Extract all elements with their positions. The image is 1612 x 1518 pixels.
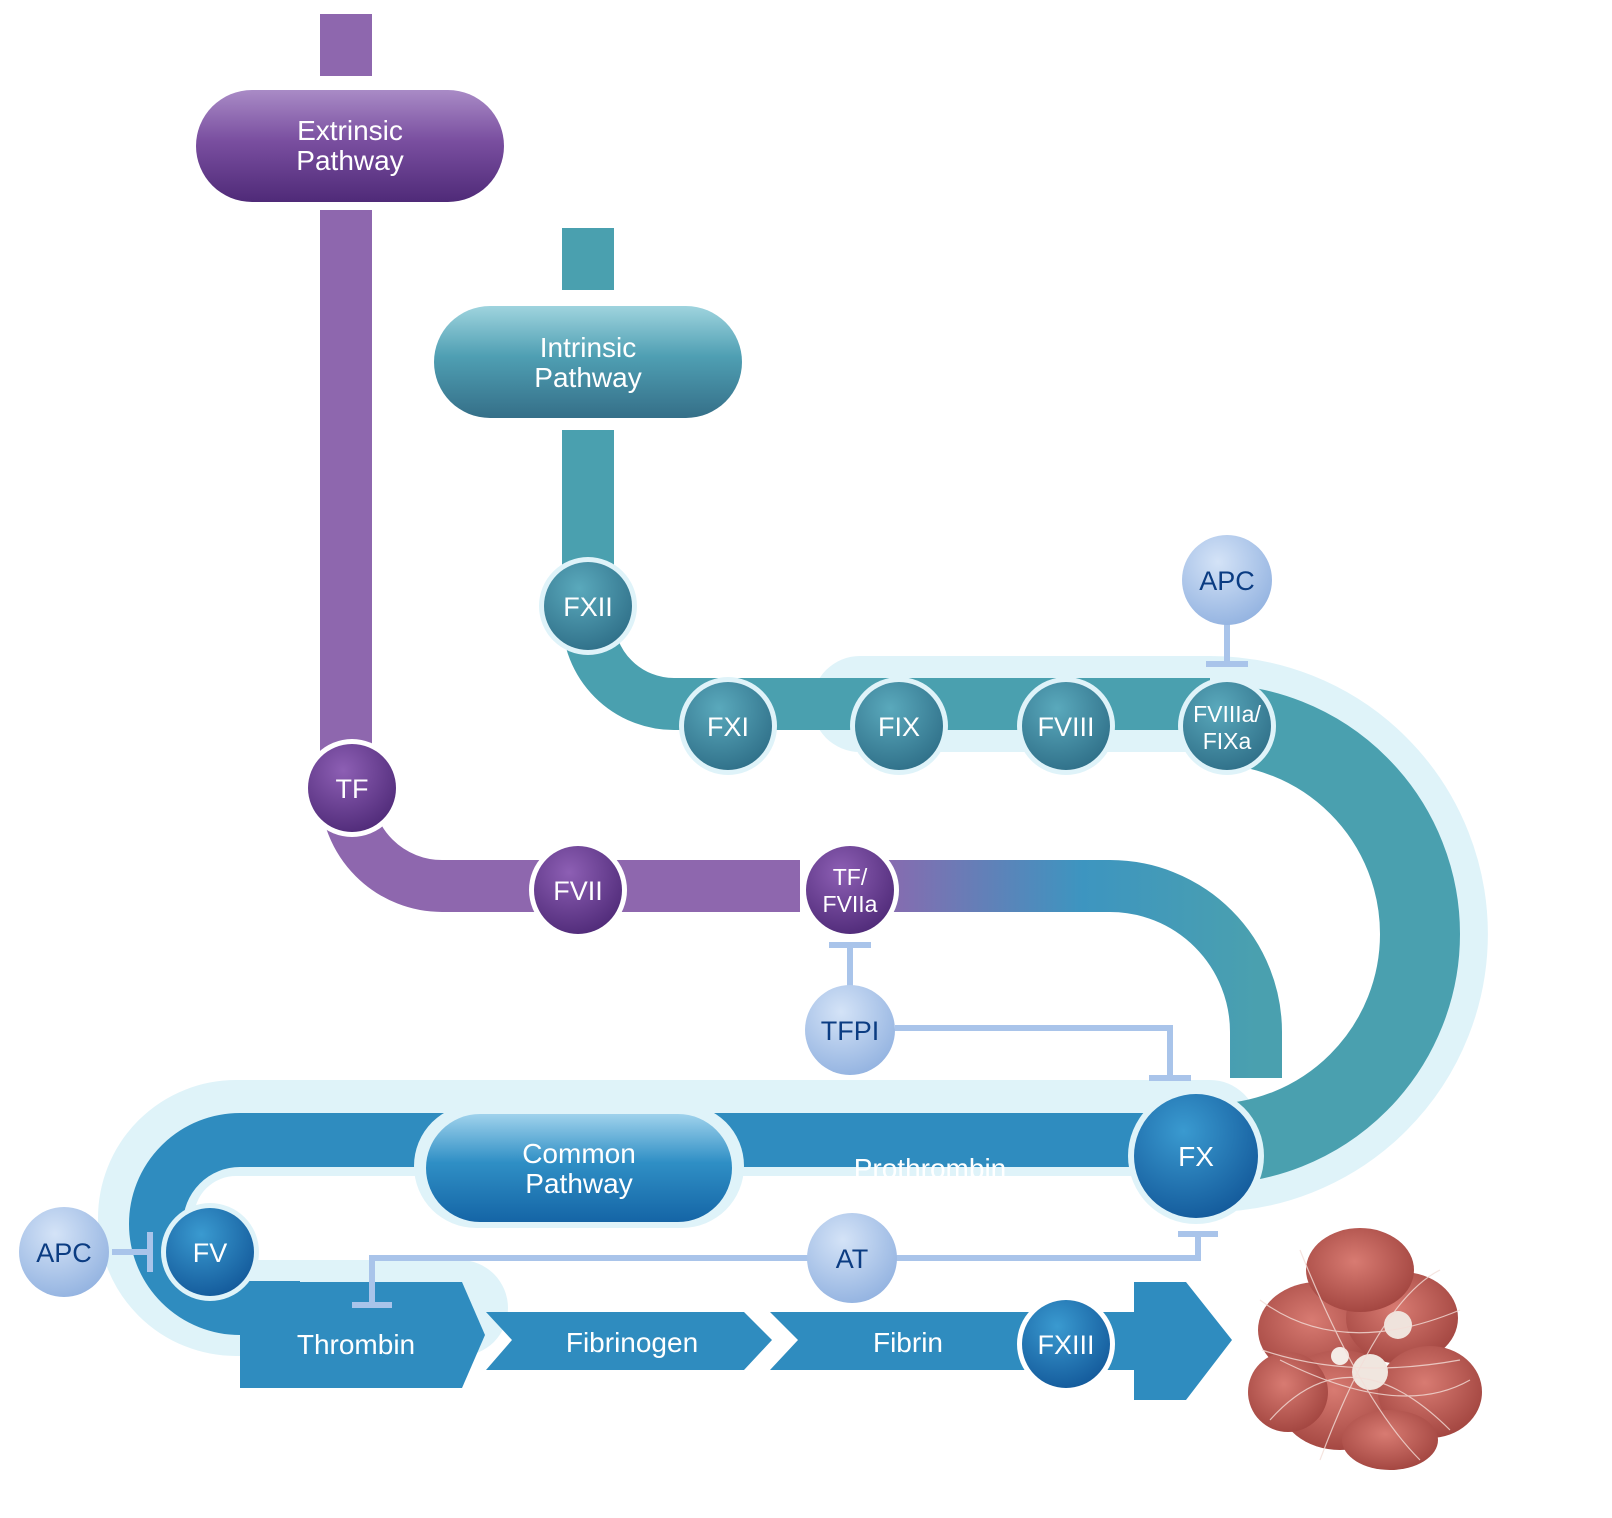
node-apc-top-label: APC (1199, 566, 1255, 596)
inhibitor-nodes: APC TFPI APC AT (19, 535, 1272, 1303)
factor-nodes: FXII FXI FIX FVIII FVIIIa/ FIXa TF (161, 557, 1276, 1393)
node-fix: FIX (850, 677, 948, 775)
node-apc-left: APC (19, 1207, 109, 1297)
extrinsic-pill-line1: Extrinsic (297, 115, 403, 146)
node-at-label: AT (836, 1244, 869, 1274)
common-track (129, 1113, 1200, 1335)
node-fx-label: FX (1178, 1141, 1214, 1172)
node-fix-label: FIX (878, 712, 920, 742)
inhibitor-lines (112, 624, 1248, 1308)
intrinsic-pill: Intrinsic Pathway (434, 306, 742, 418)
common-pill-line2: Pathway (525, 1168, 632, 1199)
intrinsic-to-fx-track (1200, 684, 1460, 1184)
node-tf-fviia: TF/ FVIIa (801, 841, 899, 939)
node-fviiia-label-1: FVIIIa/ (1193, 701, 1261, 727)
node-fx: FX (1128, 1088, 1264, 1224)
stable-clot-caption: Stable Clot (1292, 1476, 1420, 1506)
common-pill: Common Pathway (414, 1104, 744, 1228)
thrombin-label: Thrombin (297, 1329, 415, 1360)
node-fxii-label: FXII (563, 592, 613, 622)
node-at: AT (807, 1213, 897, 1303)
node-fxiii: FXIII (1017, 1295, 1115, 1393)
node-apc-left-label: APC (36, 1238, 92, 1268)
node-fv-label: FV (193, 1238, 228, 1268)
node-fvii: FVII (529, 841, 627, 939)
extrinsic-pill-line2: Pathway (296, 145, 403, 176)
common-pill-line1: Common (522, 1138, 636, 1169)
intrinsic-pill-shape (434, 306, 742, 418)
intrinsic-pill-line1: Intrinsic (540, 332, 636, 363)
prothrombin-label: Prothrombin (854, 1153, 1007, 1184)
node-fxi: FXI (679, 677, 777, 775)
common-pill-shape (426, 1114, 732, 1222)
node-fviiia-label-2: FIXa (1203, 728, 1252, 754)
fibrinogen-label: Fibrinogen (566, 1327, 698, 1358)
extrinsic-top-stub (320, 14, 372, 76)
fibrin-band (770, 1312, 1040, 1370)
node-tf-label: TF (336, 774, 369, 804)
common-pathway (129, 1113, 1232, 1400)
node-fxi-label: FXI (707, 712, 749, 742)
intrinsic-top-stub (562, 228, 614, 290)
at-line-right (895, 1234, 1201, 1261)
tfpi-line-fx (895, 1025, 1173, 1078)
node-tf-fviia-label-2: FVIIa (823, 891, 878, 917)
node-fv: FV (161, 1203, 259, 1301)
intrinsic-pill-line2: Pathway (534, 362, 641, 393)
node-tf-fviia-label-1: TF/ (833, 864, 868, 890)
node-apc-top: APC (1182, 535, 1272, 625)
fibrinogen-band (486, 1312, 772, 1370)
node-fviii: FVIII (1017, 677, 1115, 775)
extrinsic-pill: Extrinsic Pathway (196, 90, 504, 202)
node-fvii-label: FVII (553, 876, 603, 906)
node-fviii-label: FVIII (1037, 712, 1094, 742)
at-line-left (369, 1255, 808, 1305)
thrombin-band (240, 1282, 485, 1388)
node-tfpi-label: TFPI (821, 1016, 880, 1046)
node-fviiia-fixa: FVIIIa/ FIXa (1178, 677, 1276, 775)
node-tf: TF (303, 739, 401, 837)
node-tfpi: TFPI (805, 985, 895, 1075)
node-fxiii-label: FXIII (1037, 1330, 1094, 1360)
final-arrow (1098, 1282, 1232, 1400)
stable-clot-image (1248, 1228, 1482, 1470)
extrinsic-pill-shape (196, 90, 504, 202)
extrinsic-to-fx-track (870, 860, 1282, 1078)
node-fxii: FXII (539, 557, 637, 655)
fibrin-label: Fibrin (873, 1327, 943, 1358)
